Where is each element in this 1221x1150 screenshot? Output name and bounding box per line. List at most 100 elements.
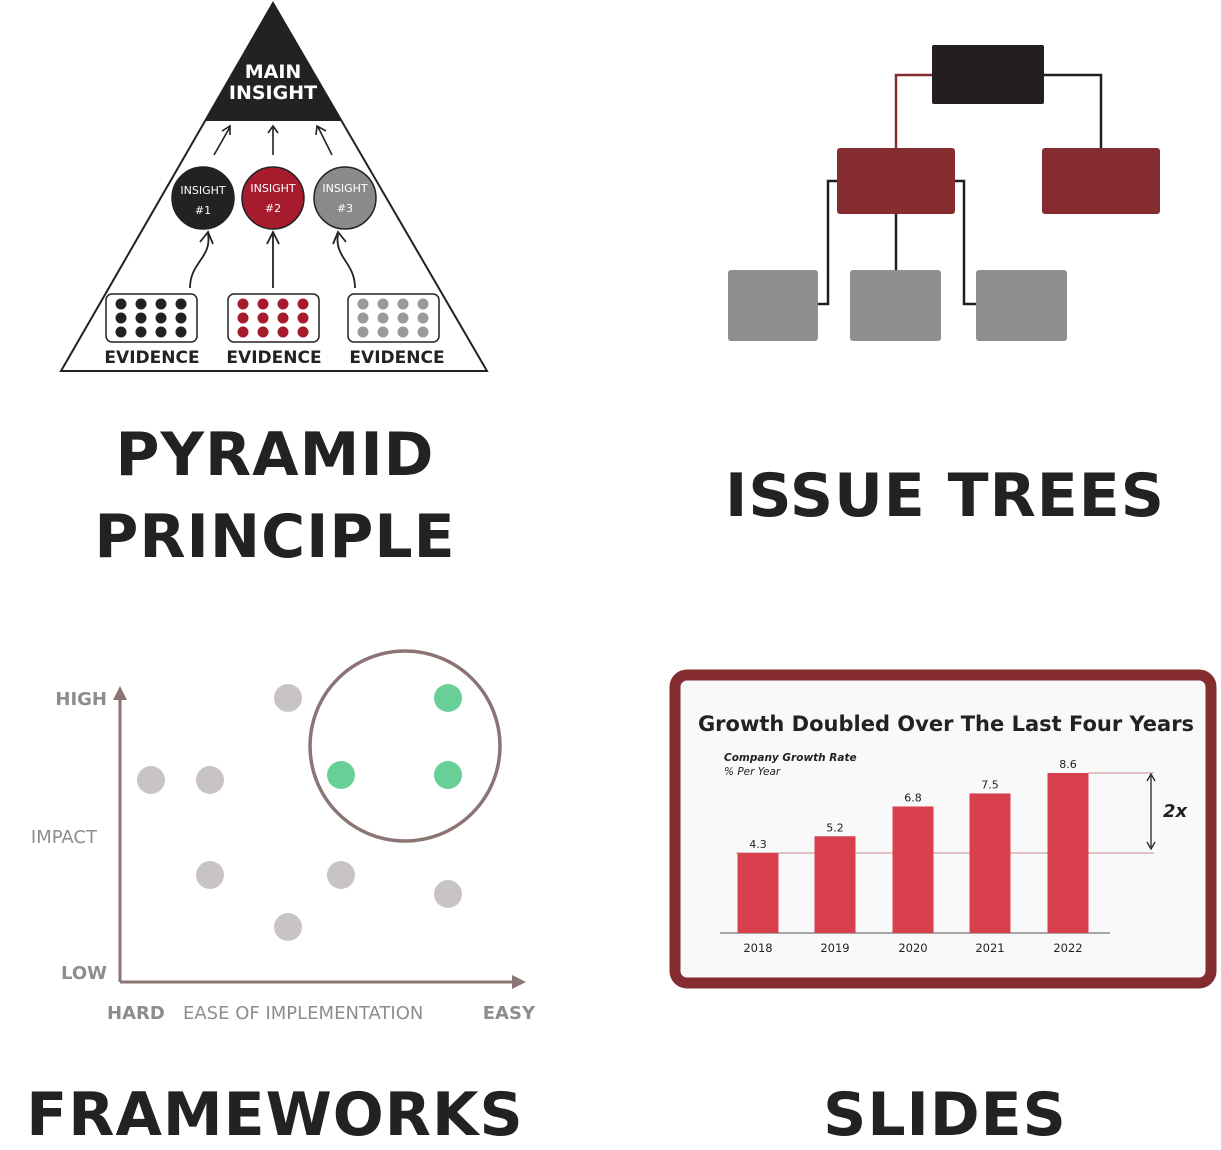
evidence-dot <box>115 298 127 310</box>
tree-root-node <box>932 45 1044 104</box>
y-axis-label: IMPACT <box>31 827 98 848</box>
evidence-dot <box>397 312 409 324</box>
evidence-dot <box>135 326 147 338</box>
tree-leaf-2 <box>850 270 941 341</box>
bar-value-label: 8.6 <box>1059 758 1077 771</box>
matrix-point-highlight <box>434 684 462 712</box>
evidence-dot <box>277 326 289 338</box>
bar-2020 <box>892 806 934 933</box>
bar-value-label: 5.2 <box>826 821 844 834</box>
evidence-dot <box>397 298 409 310</box>
insight-2: INSIGHT #2 <box>241 166 305 230</box>
evidence-dot <box>357 312 369 324</box>
matrix-highlight-points <box>327 684 462 789</box>
matrix-point <box>196 766 224 794</box>
bar-2021 <box>969 793 1011 933</box>
tree-connector-right-leaf3 <box>955 179 976 306</box>
bar-value-label: 7.5 <box>981 778 999 791</box>
evidence-label-1: EVIDENCE <box>104 348 199 368</box>
main-insight-line1: MAIN <box>245 61 302 83</box>
tree-branch-right-node <box>1042 148 1160 214</box>
insight-1-label: INSIGHT <box>180 184 225 197</box>
evidence-dot <box>257 312 269 324</box>
evidence-box-3 <box>347 293 440 343</box>
pyramid-title-line2: PRINCIPLE <box>94 502 456 572</box>
insight-3-label: INSIGHT <box>322 182 367 195</box>
issue-trees-title: ISSUE TREES <box>725 461 1165 531</box>
tree-connector-root-left <box>894 73 932 148</box>
tree-leaf-3 <box>976 270 1067 341</box>
matrix-point <box>327 861 355 889</box>
x-easy-label: EASY <box>483 1003 536 1024</box>
evidence-dot <box>257 298 269 310</box>
doubling-annotation <box>1146 772 1156 851</box>
insight-1: INSIGHT #1 <box>171 166 235 230</box>
bar-value-label: 6.8 <box>904 791 922 804</box>
slide-subtitle-line1: Company Growth Rate <box>724 752 857 764</box>
issue-tree-diagram <box>728 45 1160 341</box>
insight-3-num: #3 <box>337 202 353 215</box>
evidence-dot <box>297 312 309 324</box>
evidence-dot <box>175 298 187 310</box>
evidence-dot <box>237 312 249 324</box>
evidence-dot <box>135 312 147 324</box>
evidence-dot <box>297 326 309 338</box>
evidence-box-1 <box>105 293 198 343</box>
evidence-dot <box>277 298 289 310</box>
pyramid-title-line1: PYRAMID <box>115 420 435 490</box>
matrix-point <box>274 684 302 712</box>
x-tick-label: 2018 <box>743 941 772 955</box>
insight-2-label: INSIGHT <box>250 182 295 195</box>
evidence-box-2 <box>227 293 320 343</box>
evidence-dot <box>115 312 127 324</box>
matrix-point-highlight <box>327 761 355 789</box>
evidence-dot <box>357 326 369 338</box>
evidence-dot <box>175 326 187 338</box>
y-low-label: LOW <box>61 963 107 984</box>
y-high-label: HIGH <box>55 689 107 710</box>
evidence-dot <box>377 326 389 338</box>
x-hard-label: HARD <box>107 1003 165 1024</box>
insight-3: INSIGHT #3 <box>313 166 377 230</box>
x-tick-label: 2021 <box>975 941 1004 955</box>
evidence-dot <box>357 298 369 310</box>
arrows-to-insights <box>189 229 356 289</box>
matrix-points <box>137 684 462 941</box>
matrix-point <box>137 766 165 794</box>
evidence-label-3: EVIDENCE <box>349 348 444 368</box>
evidence-dot <box>237 326 249 338</box>
frameworks-title: FRAMEWORKS <box>26 1080 524 1150</box>
matrix-point <box>434 880 462 908</box>
evidence-dot <box>397 326 409 338</box>
quick-wins-circle <box>308 649 502 843</box>
tree-connector-left-leaf1 <box>818 179 837 306</box>
evidence-dot <box>297 298 309 310</box>
y-axis-arrowhead <box>113 686 127 700</box>
slide-subtitle-line2: % Per Year <box>724 766 781 778</box>
slide-preview: Growth Doubled Over The Last Four Years … <box>669 669 1217 989</box>
tree-connector-root-right <box>1044 73 1103 148</box>
slides-title: SLIDES <box>823 1080 1067 1150</box>
bar-2018 <box>737 853 779 933</box>
evidence-dot <box>417 298 429 310</box>
tree-branch-left-node <box>837 148 955 214</box>
evidence-dot <box>257 326 269 338</box>
x-tick-label: 2020 <box>898 941 927 955</box>
x-tick-label: 2019 <box>820 941 849 955</box>
evidence-dot <box>377 298 389 310</box>
x-tick-label: 2022 <box>1053 941 1082 955</box>
insight-1-num: #1 <box>195 204 211 217</box>
insight-2-num: #2 <box>265 202 281 215</box>
x-axis-arrowhead <box>512 975 526 989</box>
evidence-dot <box>175 312 187 324</box>
matrix-point <box>196 861 224 889</box>
evidence-dot <box>155 326 167 338</box>
x-axis-label: EASE OF IMPLEMENTATION <box>183 1003 423 1024</box>
matrix-axes <box>118 692 518 984</box>
evidence-dot <box>237 298 249 310</box>
matrix-point <box>274 913 302 941</box>
pyramid-top-apex <box>205 3 341 121</box>
evidence-dot <box>155 298 167 310</box>
slide-title: Growth Doubled Over The Last Four Years <box>698 712 1194 736</box>
